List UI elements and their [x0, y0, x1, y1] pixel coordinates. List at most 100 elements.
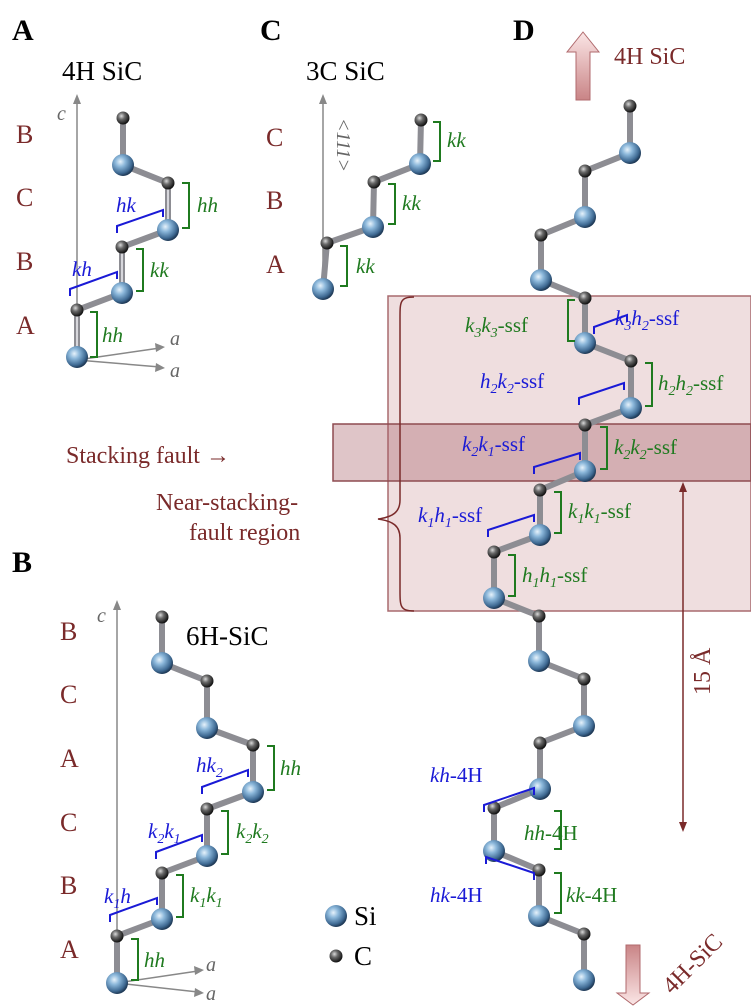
axis-c-label: c: [57, 103, 66, 125]
si-atom: [528, 650, 550, 672]
axis-a-label: a: [170, 328, 180, 350]
si-atom: [242, 781, 264, 803]
bulk-label-kk-4h: kk-4H: [566, 883, 617, 907]
layer-label: B: [16, 247, 33, 276]
bond-label-kk: kk: [447, 128, 466, 152]
panel-label-c: C: [260, 14, 282, 47]
c-atom: [110, 929, 124, 943]
si-atom: [112, 154, 134, 176]
stacking-fault-band: [332, 423, 751, 482]
bulk-4h-labels: kh-4H hh-4H hk-4H kk-4H: [430, 763, 617, 914]
si-atom: [196, 845, 218, 867]
c-atom: [534, 228, 548, 242]
atom-chain: [312, 113, 431, 300]
si-atom: [151, 908, 173, 930]
bond-label-k1h: k1h: [104, 884, 131, 912]
layer-label: A: [16, 311, 35, 340]
bulk-label-hk-4h: hk-4H: [430, 883, 483, 907]
si-atom: [573, 969, 595, 991]
panel-label-d: D: [513, 14, 535, 47]
bond-label-kh: kh: [72, 257, 92, 281]
c-atom: [70, 303, 84, 317]
c-atom: [487, 545, 501, 559]
panel-a: B C B A c a a: [16, 94, 218, 382]
near-region-label-line1: Near-stacking-: [156, 490, 298, 516]
c-atom: [533, 483, 547, 497]
si-atom: [111, 282, 133, 304]
si-atom: [530, 269, 552, 291]
c-atom: [487, 801, 501, 815]
bond-label-hk: hk: [116, 193, 137, 217]
c-atom: [623, 99, 637, 113]
panel-a-title: 4H SiC: [62, 56, 142, 86]
bottom-4h-label: 4H-SiC: [658, 929, 728, 999]
layer-label: B: [60, 617, 77, 646]
c-atom: [577, 927, 591, 941]
bond-label-hh: hh: [280, 756, 301, 780]
bond-label-k1k1: k1k1: [190, 883, 223, 911]
bond-label-hh: hh: [197, 193, 218, 217]
ssf-label-h2k2: h2k2-ssf: [480, 369, 544, 397]
layer-label: C: [60, 808, 77, 837]
axis-a-label: a: [170, 360, 180, 382]
c-atom: [532, 863, 546, 877]
ssf-labels: k3k3-ssf k3h2-ssf h2k2-ssf h2h2-ssf k2k1…: [418, 299, 723, 597]
c-atom: [577, 672, 591, 686]
si-atom: [196, 717, 218, 739]
si-atom: [574, 332, 596, 354]
si-atom: [529, 524, 551, 546]
bond-brackets: hh kk hh kh hk: [69, 182, 218, 358]
si-atom: [157, 219, 179, 241]
bond-label-kk: kk: [356, 254, 375, 278]
si-atom: [362, 216, 384, 238]
c-atom: [532, 609, 546, 623]
ssf-label-k1h1: k1h1-ssf: [418, 503, 482, 531]
legend-c-label: C: [354, 941, 372, 971]
layer-label: A: [60, 935, 79, 964]
si-atom: [620, 397, 642, 419]
axis-c-label: c: [97, 605, 106, 627]
c-atom: [414, 113, 428, 127]
c-legend-icon: [329, 949, 343, 963]
si-atom: [619, 142, 641, 164]
c-atom: [161, 176, 175, 190]
ssf-label-k3h2: k3h2-ssf: [615, 306, 679, 334]
ssf-label-k1k1: k1k1-ssf: [568, 499, 631, 527]
bond-label-kk: kk: [150, 258, 169, 282]
panel-b-title: 6H-SiC: [186, 621, 269, 651]
layer-label: B: [16, 120, 33, 149]
si-atom: [151, 652, 173, 674]
distance-label: 15 Å: [690, 647, 716, 695]
si-atom: [574, 206, 596, 228]
legend-si-label: Si: [354, 901, 377, 931]
layer-label: C: [266, 123, 283, 152]
c-atom: [116, 111, 130, 125]
dimension-15a: 15 Å: [679, 482, 716, 832]
direction-111-label: <111>: [332, 118, 354, 172]
region-brace: [377, 296, 415, 612]
c-atom: [367, 175, 381, 189]
bulk-label-kh-4h: kh-4H: [430, 763, 483, 787]
bulk-label-hh-4h: hh-4H: [524, 821, 578, 845]
panel-label-a: A: [12, 14, 34, 47]
ssf-label-k2k1: k2k1-ssf: [462, 432, 525, 460]
stacking-fault-label: Stacking fault →: [66, 443, 230, 469]
bond-label-k2k1: k2k1: [148, 819, 181, 847]
panel-label-b: B: [12, 546, 32, 579]
layer-label: A: [60, 744, 79, 773]
axis-a-label: a: [206, 983, 216, 1005]
c-atom: [533, 736, 547, 750]
si-atom: [483, 840, 505, 862]
axes: c a a: [97, 600, 216, 1005]
axis-a-label: a: [206, 954, 216, 976]
bond-label-k2k2: k2k2: [236, 819, 269, 847]
ssf-label-k3k3: k3k3-ssf: [465, 313, 528, 341]
bond-brackets: hh k1k1 k2k2 hh k1h k2k1 hk2: [104, 745, 301, 981]
ssf-label-k2k2: k2k2-ssf: [614, 435, 677, 463]
near-region-label-line2: fault region: [189, 520, 300, 546]
layer-label: B: [266, 186, 283, 215]
c-atom: [320, 236, 334, 250]
c-atom: [624, 354, 638, 368]
panel-c-title: 3C SiC: [306, 56, 385, 86]
